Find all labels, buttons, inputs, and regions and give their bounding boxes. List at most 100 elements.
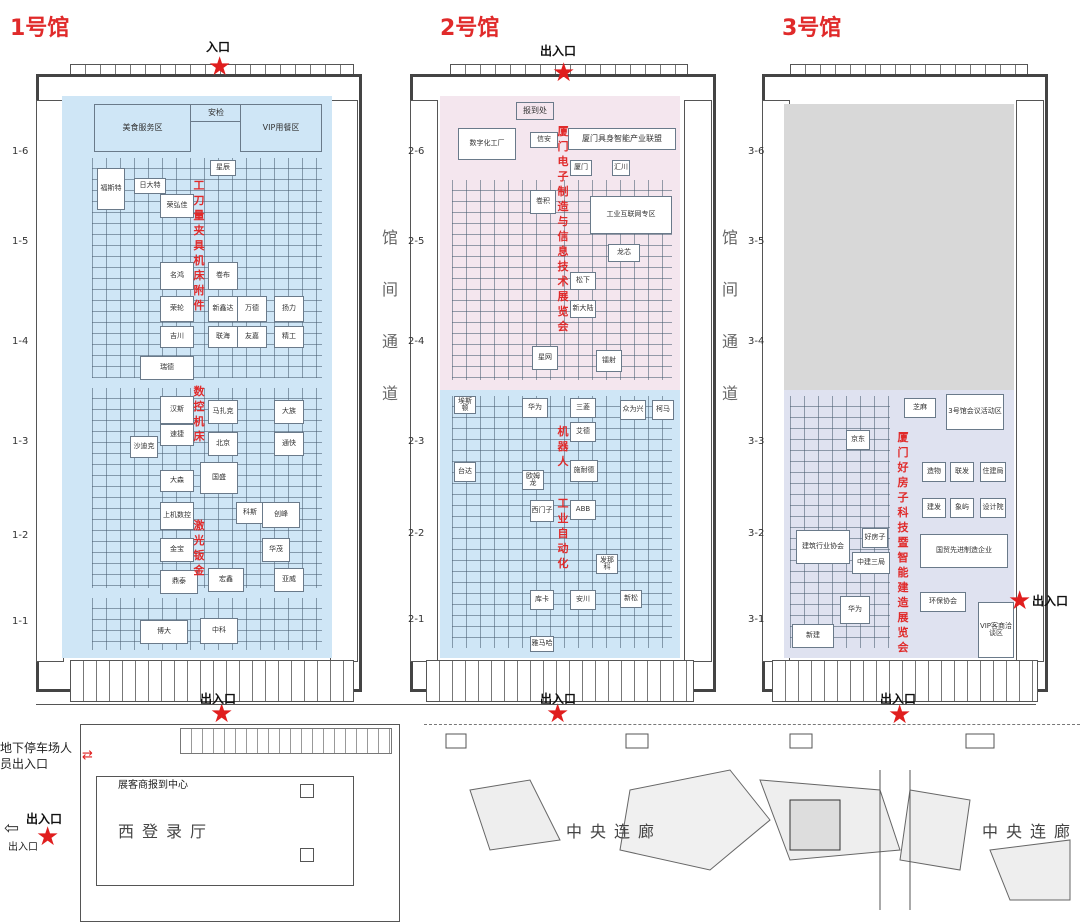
booth[interactable]: 造物 [922, 462, 946, 482]
star-icon[interactable]: ★ [1008, 586, 1032, 616]
booth[interactable]: 汇川 [612, 160, 630, 176]
booth[interactable]: 金宝 [160, 538, 194, 562]
booth[interactable]: 欧姆龙 [522, 470, 544, 490]
booth[interactable]: 柯马 [652, 400, 674, 420]
booth[interactable]: 中科 [200, 618, 238, 644]
booth[interactable]: 鼎泰 [160, 570, 198, 594]
star-icon[interactable]: ★ [208, 52, 232, 82]
hall-1-top-entrance-label: 入口 [206, 40, 231, 54]
booth[interactable]: 众为兴 [620, 400, 646, 420]
booth[interactable]: 库卡 [530, 590, 554, 610]
row-label: 2-1 [408, 614, 425, 625]
booth[interactable]: 建发 [922, 498, 946, 518]
booth[interactable]: 扬力 [274, 296, 304, 322]
booth[interactable]: 星辰 [210, 160, 236, 176]
booth[interactable]: 荣弘佳 [160, 194, 194, 218]
booth[interactable]: 星网 [532, 346, 558, 370]
booth[interactable]: 万德 [237, 296, 267, 322]
booth[interactable]: 吉川 [160, 326, 194, 348]
booth[interactable]: 卷积 [530, 190, 556, 214]
row-label: 3-1 [748, 614, 765, 625]
booth[interactable]: 新松 [620, 590, 642, 608]
booth[interactable]: 雅马哈 [530, 636, 554, 652]
booth[interactable]: 安川 [570, 590, 596, 610]
row-label: 3-6 [748, 146, 765, 157]
gallery-boundary [424, 724, 1080, 921]
booth[interactable]: 好房子 [862, 528, 888, 548]
booth[interactable]: 工业互联网专区 [590, 196, 672, 234]
booth[interactable]: 汉斯 [160, 396, 194, 424]
left-arrow-icon: ⇦ [4, 818, 20, 839]
booth[interactable]: 通快 [274, 432, 304, 456]
booth[interactable]: 国贸先进制造企业 [920, 534, 1008, 568]
row-label: 1-2 [12, 530, 29, 541]
star-icon[interactable]: ★ [36, 822, 60, 852]
booth[interactable]: 北京 [208, 432, 238, 456]
booth[interactable]: 设计院 [980, 498, 1006, 518]
booth[interactable]: 新大陆 [570, 300, 596, 318]
booth[interactable]: 象屿 [950, 498, 974, 518]
booth[interactable]: 京东 [846, 430, 870, 450]
booth[interactable]: 科斯 [236, 502, 264, 524]
booth[interactable]: 华为 [840, 596, 870, 624]
booth[interactable]: 台达 [454, 462, 476, 482]
booth[interactable]: 速捷 [160, 424, 194, 446]
booth[interactable]: 建筑行业协会 [796, 530, 850, 564]
star-icon[interactable]: ★ [546, 699, 570, 729]
booth[interactable]: 发那科 [596, 554, 618, 574]
booth[interactable]: 福斯特 [97, 168, 125, 210]
booth[interactable]: 环保协会 [920, 592, 966, 612]
booth[interactable]: 住建局 [980, 462, 1006, 482]
booth[interactable]: 名鸿 [160, 262, 194, 290]
booth[interactable]: 卷布 [208, 262, 238, 290]
booth[interactable]: 创峰 [262, 502, 300, 528]
booth[interactable]: 上机数控 [160, 502, 194, 530]
hall-1-zone-label-laser: 激光钣金 [193, 519, 205, 577]
booth[interactable]: 中建三局 [852, 552, 890, 574]
booth[interactable]: 信安 [530, 132, 558, 148]
booth[interactable]: 华茂 [262, 538, 290, 562]
booth[interactable]: 友嘉 [237, 326, 267, 348]
west-hall-inner [96, 776, 354, 886]
booth[interactable]: 华为 [522, 398, 548, 418]
booth[interactable]: 国盛 [200, 462, 238, 494]
booth[interactable]: 宏鑫 [208, 568, 244, 592]
booth[interactable]: 日大特 [134, 178, 166, 194]
booth[interactable]: ABB [570, 500, 596, 520]
hall-2-bottom-wall [426, 660, 694, 702]
pillar [300, 848, 314, 862]
booth[interactable]: 联发 [950, 462, 974, 482]
star-icon[interactable]: ★ [552, 58, 576, 88]
booth[interactable]: 厦门 [570, 160, 592, 176]
booth[interactable]: 三菱 [570, 398, 596, 418]
booth[interactable]: 3号馆会议活动区 [946, 394, 1004, 430]
booth[interactable]: 瑞德 [140, 356, 194, 380]
booth[interactable]: 芝麻 [904, 398, 936, 418]
booth[interactable]: 西门子 [530, 500, 554, 522]
hall-2-zone-label-robots: 机器人 [557, 425, 569, 468]
booth[interactable]: 精工 [274, 326, 304, 348]
booth[interactable]: 镭射 [596, 350, 622, 372]
hall-3-bottom-entrance-label: 出入口 [880, 692, 917, 706]
booth[interactable]: 松下 [570, 272, 596, 290]
booth[interactable]: 艾德 [570, 422, 596, 442]
booth[interactable]: 施耐德 [570, 460, 598, 482]
booth[interactable]: 埃斯顿 [454, 396, 476, 414]
booth[interactable]: 联海 [208, 326, 238, 348]
booth[interactable]: 龙芯 [608, 244, 640, 262]
star-icon[interactable]: ★ [888, 700, 912, 730]
booth[interactable]: VIP客商洽谈区 [978, 602, 1014, 658]
hall-3-zone-label-housing: 厦门好房子科技暨智能建造展览会 [897, 431, 909, 654]
booth[interactable]: 博大 [140, 620, 188, 644]
left-exit-sub-label: 出入口 [8, 842, 38, 853]
booth[interactable]: 大族 [274, 400, 304, 424]
booth[interactable]: 新鑫达 [208, 296, 238, 322]
booth[interactable]: 马扎克 [208, 400, 238, 424]
booth[interactable]: 沙迪克 [130, 436, 158, 458]
booth[interactable]: 新建 [792, 624, 834, 648]
booth[interactable]: 数字化工厂 [458, 128, 516, 160]
star-icon[interactable]: ★ [210, 699, 234, 729]
booth[interactable]: 荣轮 [160, 296, 194, 322]
booth[interactable]: 亚威 [274, 568, 304, 592]
booth[interactable]: 大森 [160, 470, 194, 492]
